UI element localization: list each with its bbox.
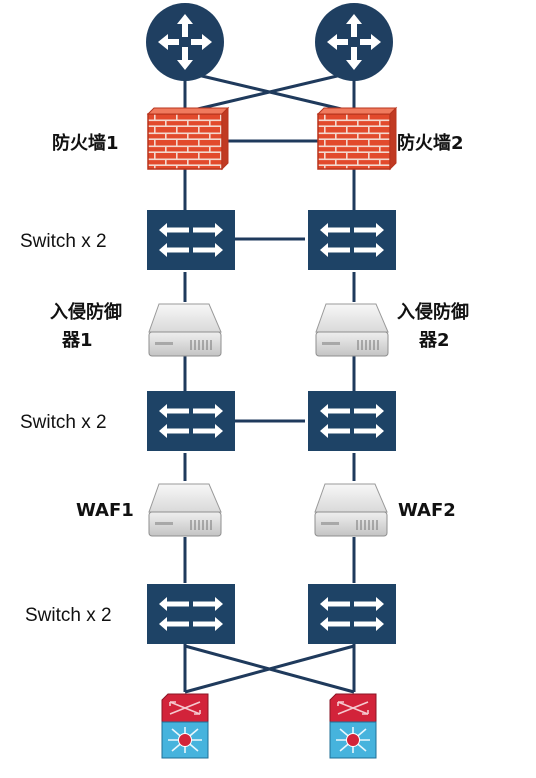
waf-appliance-2 [314, 483, 388, 537]
core-switch-2 [329, 693, 377, 759]
firewall-1 [146, 106, 230, 171]
switch-arrows-icon [308, 391, 396, 451]
switch-arrows-icon [147, 391, 235, 451]
switch-group-3-label: Switch x 2 [25, 605, 112, 626]
link-switch6-core1 [184, 644, 355, 694]
ips-1-label-line1: 入侵防御 [50, 301, 122, 323]
switch-arrows-icon [147, 584, 235, 644]
connection-lines [183, 70, 356, 694]
switch-arrows-icon [308, 584, 396, 644]
switch-b2 [308, 391, 396, 451]
multilayer-switch-icon [161, 693, 209, 759]
firewall-2-label: 防火墙2 [397, 132, 464, 154]
ips-appliance-1 [148, 303, 222, 357]
multilayer-switch-icon [329, 693, 377, 759]
switch-c1 [147, 584, 235, 644]
appliance-server-icon [148, 483, 222, 537]
switch-group-1-label: Switch x 2 [20, 231, 107, 252]
router-icon [146, 3, 224, 81]
firewall-1-label: 防火墙1 [52, 132, 119, 154]
waf-appliance-1 [148, 483, 222, 537]
ips-2-label-line2: 器2 [418, 330, 450, 351]
router-2 [315, 3, 393, 81]
switch-group-2-label: Switch x 2 [20, 412, 107, 433]
router-icon [315, 3, 393, 81]
switch-c2 [308, 584, 396, 644]
waf-1-label: WAF1 [76, 500, 134, 521]
switch-arrows-icon [308, 210, 396, 270]
ips-2-label-line1: 入侵防御 [397, 301, 469, 323]
core-switch-1 [161, 693, 209, 759]
firewall-2 [316, 106, 398, 171]
ips-appliance-2 [315, 303, 389, 357]
link-router2-firewall1 [184, 70, 355, 114]
switch-a1 [147, 210, 235, 270]
firewall-brick-icon [316, 106, 398, 171]
appliance-server-icon [314, 483, 388, 537]
switch-b1 [147, 391, 235, 451]
appliance-server-icon [148, 303, 222, 357]
ips-1-label-line2: 器1 [61, 330, 93, 351]
waf-2-label: WAF2 [398, 500, 456, 521]
router-1 [146, 3, 224, 81]
switch-a2 [308, 210, 396, 270]
firewall-brick-icon [146, 106, 230, 171]
appliance-server-icon [315, 303, 389, 357]
switch-arrows-icon [147, 210, 235, 270]
